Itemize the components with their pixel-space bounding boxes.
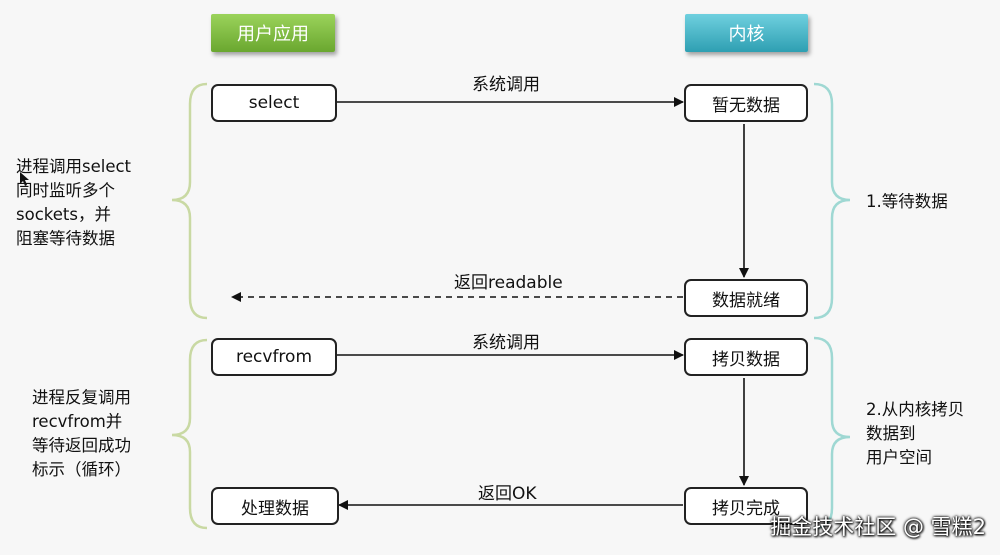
watermark: 掘金技术社区 @ 雪糕2 [770, 515, 986, 539]
right-brace-phase1 [813, 82, 851, 320]
copy-data-box: 拷贝数据 [684, 338, 808, 376]
right-note-phase2: 2.从内核拷贝 数据到 用户空间 [866, 400, 965, 467]
left-note-phase2: 进程反复调用 recvfrom并 等待返回成功 标示（循环） [32, 388, 131, 479]
process-data-box: 处理数据 [211, 487, 339, 525]
user-app-header: 用户应用 [211, 14, 335, 52]
kernel-header: 内核 [685, 14, 808, 52]
copy-done-box: 拷贝完成 [684, 487, 808, 525]
syscall-label-1: 系统调用 [472, 75, 540, 95]
return-ok-label: 返回OK [478, 484, 537, 504]
left-brace-phase2 [171, 338, 208, 530]
right-brace-phase2 [813, 336, 851, 530]
mouse-cursor-icon [20, 172, 29, 186]
no-data-box: 暂无数据 [684, 84, 808, 122]
right-note-phase1: 1.等待数据 [866, 192, 948, 211]
syscall-label-2: 系统调用 [472, 333, 540, 353]
recvfrom-box: recvfrom [211, 338, 337, 376]
select-box: select [211, 84, 337, 122]
left-note-phase1: 进程调用select 同时监听多个 sockets，并 阻塞等待数据 [16, 157, 132, 248]
data-ready-box: 数据就绪 [684, 279, 808, 317]
return-readable-label: 返回readable [454, 273, 563, 293]
left-brace-phase1 [171, 82, 208, 320]
